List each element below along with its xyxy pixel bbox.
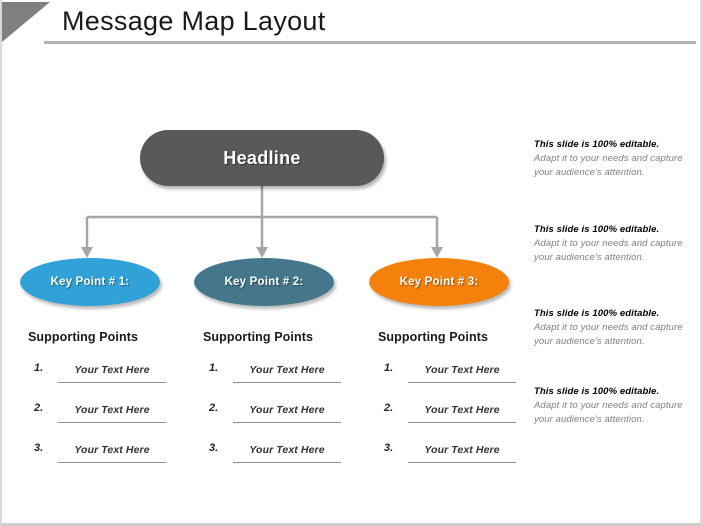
text-field-value: Your Text Here: [249, 404, 325, 416]
note-body: Adapt it to your needs and capture your …: [534, 153, 683, 178]
corner-wedge-decoration: [2, 2, 50, 42]
note-body: Adapt it to your needs and capture your …: [534, 322, 683, 347]
text-field[interactable]: Your Text Here: [58, 400, 166, 423]
note-title: This slide is 100% editable.: [534, 139, 660, 150]
supporting-points-row: 3. Your Text Here: [199, 440, 369, 463]
text-field[interactable]: Your Text Here: [408, 440, 516, 463]
text-field-value: Your Text Here: [424, 364, 500, 376]
row-number: 1.: [209, 362, 219, 374]
text-field[interactable]: Your Text Here: [233, 360, 341, 383]
note-body: Adapt it to your needs and capture your …: [534, 238, 683, 263]
row-number: 1.: [384, 362, 394, 374]
text-field[interactable]: Your Text Here: [408, 360, 516, 383]
supporting-points-heading-1: Supporting Points: [28, 330, 139, 344]
supporting-points-row: 2. Your Text Here: [199, 400, 369, 423]
text-field-value: Your Text Here: [74, 364, 150, 376]
supporting-points-column-1: Supporting Points 1. Your Text Here 2. Y…: [24, 330, 194, 480]
text-field-value: Your Text Here: [424, 444, 500, 456]
key-point-label-2: Key Point # 2:: [224, 276, 304, 288]
row-number: 2.: [209, 402, 219, 414]
editable-note-2: This slide is 100% editable. Adapt it to…: [534, 224, 694, 264]
text-field-value: Your Text Here: [74, 444, 150, 456]
editable-note-3: This slide is 100% editable. Adapt it to…: [534, 308, 694, 348]
editable-note-1: This slide is 100% editable. Adapt it to…: [534, 139, 694, 179]
text-field[interactable]: Your Text Here: [58, 440, 166, 463]
text-field-value: Your Text Here: [424, 404, 500, 416]
supporting-points-row: 3. Your Text Here: [374, 440, 544, 463]
text-field-value: Your Text Here: [74, 404, 150, 416]
supporting-points-row: 1. Your Text Here: [199, 360, 369, 383]
row-number: 2.: [384, 402, 394, 414]
row-number: 3.: [209, 442, 219, 454]
text-field[interactable]: Your Text Here: [233, 400, 341, 423]
note-title: This slide is 100% editable.: [534, 386, 660, 397]
supporting-points-column-3: Supporting Points 1. Your Text Here 2. Y…: [374, 330, 544, 480]
note-title: This slide is 100% editable.: [534, 308, 660, 319]
slide-header: Message Map Layout: [2, 0, 702, 46]
headline-label: Headline: [223, 147, 301, 168]
supporting-points-row: 2. Your Text Here: [24, 400, 194, 423]
editable-note-4: This slide is 100% editable. Adapt it to…: [534, 386, 694, 426]
text-field[interactable]: Your Text Here: [233, 440, 341, 463]
title-divider-rule: [44, 41, 696, 44]
text-field-value: Your Text Here: [249, 444, 325, 456]
row-number: 2.: [34, 402, 44, 414]
supporting-points-column-2: Supporting Points 1. Your Text Here 2. Y…: [199, 330, 369, 480]
headline-box[interactable]: Headline: [140, 130, 384, 186]
supporting-points-heading-2: Supporting Points: [203, 330, 314, 344]
row-number: 1.: [34, 362, 44, 374]
supporting-points-row: 1. Your Text Here: [374, 360, 544, 383]
note-body: Adapt it to your needs and capture your …: [534, 400, 683, 425]
text-field-value: Your Text Here: [249, 364, 325, 376]
supporting-points-heading-3: Supporting Points: [378, 330, 489, 344]
key-point-label-1: Key Point # 1:: [50, 276, 130, 288]
key-point-ellipse-3[interactable]: Key Point # 3:: [369, 258, 509, 306]
key-point-ellipse-2[interactable]: Key Point # 2:: [194, 258, 334, 306]
supporting-points-row: 3. Your Text Here: [24, 440, 194, 463]
supporting-points-row: 1. Your Text Here: [24, 360, 194, 383]
text-field[interactable]: Your Text Here: [408, 400, 516, 423]
key-point-label-3: Key Point # 3:: [399, 276, 479, 288]
row-number: 3.: [384, 442, 394, 454]
text-field[interactable]: Your Text Here: [58, 360, 166, 383]
page-title: Message Map Layout: [62, 6, 326, 36]
note-title: This slide is 100% editable.: [534, 224, 660, 235]
row-number: 3.: [34, 442, 44, 454]
key-point-ellipse-1[interactable]: Key Point # 1:: [20, 258, 160, 306]
supporting-points-row: 2. Your Text Here: [374, 400, 544, 423]
